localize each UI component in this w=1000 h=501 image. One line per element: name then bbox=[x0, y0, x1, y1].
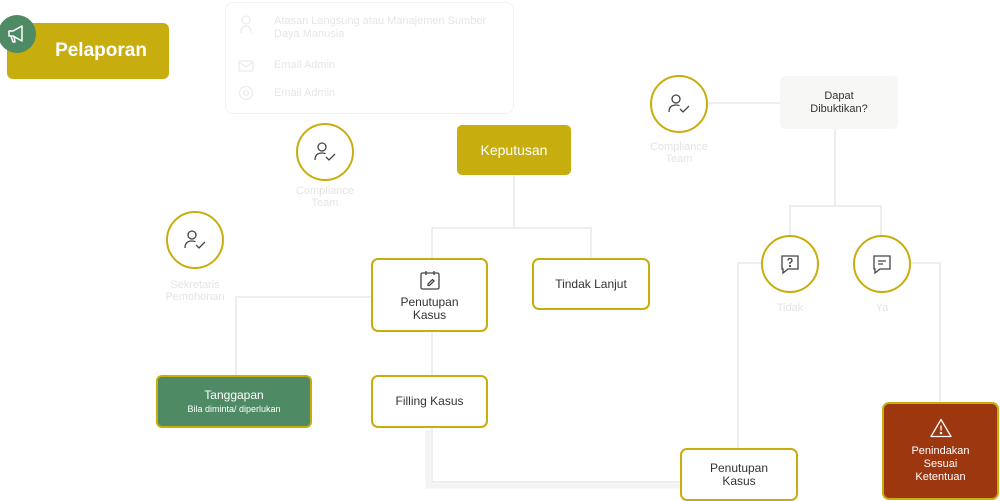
dapat-label-2: Dibuktikan? bbox=[810, 102, 868, 115]
pemohon-circle bbox=[166, 211, 224, 269]
user-check-icon bbox=[314, 142, 336, 161]
filling-kasus-node: Filling Kasus bbox=[371, 375, 488, 428]
calendar-edit-icon bbox=[419, 270, 440, 290]
user-check-icon bbox=[184, 230, 206, 249]
role-label-compliance-1a: Compliance bbox=[295, 185, 355, 197]
connector-keputusan-tindak bbox=[514, 227, 592, 258]
role-label-compliance-2a: Compliance bbox=[649, 141, 709, 153]
info-phone: Email Admin bbox=[274, 59, 336, 71]
info-email: Email Admin bbox=[274, 87, 336, 99]
question-bubble-icon bbox=[781, 255, 799, 275]
tindak-lanjut-node: Tindak Lanjut bbox=[532, 258, 650, 310]
megaphone-icon bbox=[0, 15, 36, 53]
page-title: Pelaporan bbox=[55, 40, 147, 61]
tidak-circle bbox=[761, 235, 819, 293]
connector-filling-shadow bbox=[425, 430, 680, 489]
connector-dapat-ya bbox=[835, 205, 882, 236]
filling-label: Filling Kasus bbox=[395, 394, 464, 408]
mail-icon bbox=[238, 59, 254, 72]
connector-tidak-penutupan2 bbox=[737, 262, 761, 448]
message-icon bbox=[873, 255, 891, 275]
role-label-tidak: Tidak bbox=[776, 302, 804, 314]
penutupan2-label-1: Penutupan bbox=[709, 460, 769, 475]
connector-dapat-split bbox=[789, 128, 836, 236]
penutupan-kasus-node-2: Penutupan Kasus bbox=[680, 448, 798, 501]
penindakan-label-1: Penindakan bbox=[911, 445, 970, 457]
keputusan-label: Keputusan bbox=[480, 142, 548, 158]
keputusan-node: Keputusan bbox=[457, 125, 571, 175]
compliance-team-circle bbox=[296, 123, 354, 181]
penindakan-node: Penindakan Sesuai Ketentuan bbox=[882, 402, 999, 500]
info-line-2: Daya Manusia bbox=[274, 28, 345, 40]
penutupan2-label-2: Kasus bbox=[722, 473, 756, 488]
compliance-team-circle-2 bbox=[650, 75, 708, 133]
role-label-pemohon-b: Pemohonan bbox=[165, 291, 225, 303]
connector-keputusan-down bbox=[431, 175, 515, 258]
connector-ya-penindakan bbox=[910, 262, 941, 402]
dapat-dibuktikan-node: Dapat Dibuktikan? bbox=[780, 76, 898, 129]
info-line-1: Atasan Langsung atau Manajemen Sumber bbox=[274, 15, 487, 27]
user-check-icon bbox=[668, 94, 690, 113]
tanggapan-subtitle: Bila diminta/ diperlukan bbox=[187, 403, 281, 414]
role-label-compliance-1b: Team bbox=[311, 197, 339, 209]
penutupan-kasus-node: Penutupan Kasus bbox=[371, 258, 488, 332]
ya-circle bbox=[853, 235, 911, 293]
tanggapan-node: Tanggapan Bila diminta/ diperlukan bbox=[156, 375, 312, 428]
role-label-compliance-2b: Team bbox=[665, 153, 693, 165]
penutupan-label-1: Penutupan bbox=[400, 294, 459, 309]
at-icon bbox=[238, 85, 254, 101]
person-icon bbox=[240, 15, 252, 35]
role-label-ya: Ya bbox=[875, 302, 889, 314]
tanggapan-title: Tanggapan bbox=[204, 387, 264, 402]
penindakan-label-2: Sesuai bbox=[923, 458, 958, 470]
role-label-pemohon-a: Sekretaris bbox=[170, 279, 220, 291]
tindak-lanjut-label: Tindak Lanjut bbox=[555, 276, 627, 291]
connector-penutupan-tanggapan bbox=[235, 296, 371, 375]
penutupan-label-2: Kasus bbox=[412, 307, 447, 322]
penindakan-label-3: Ketentuan bbox=[915, 471, 966, 483]
connector-filling-penutupan2 bbox=[431, 427, 680, 483]
info-card: Atasan Langsung atau Manajemen Sumber Da… bbox=[225, 2, 514, 114]
dapat-label-1: Dapat bbox=[824, 89, 854, 102]
warning-icon bbox=[929, 418, 952, 438]
